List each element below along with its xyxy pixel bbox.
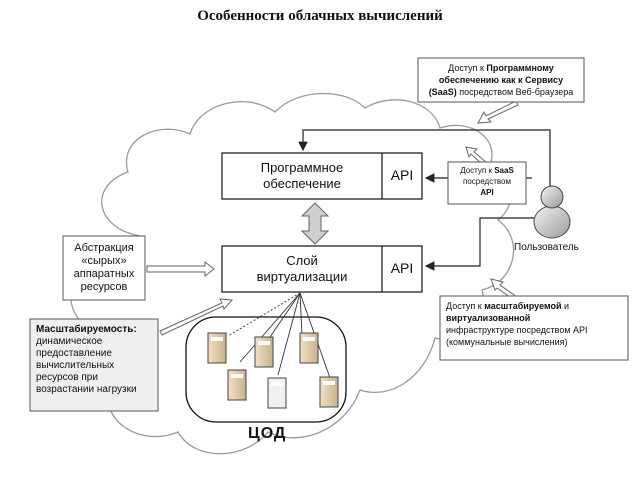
scalability-text: Масштабируемость: динамическое предостав…: [36, 324, 154, 396]
software-label-line2: обеспечение: [263, 176, 341, 191]
virtualization-api-label: API: [390, 260, 414, 276]
server-icon-5: [267, 377, 287, 409]
user-icon: [533, 185, 571, 239]
server-icon-1: [207, 332, 227, 364]
iaas-line4: (коммунальные вычисления): [446, 337, 568, 347]
user-to-software-line: [298, 129, 551, 200]
saas-top-bold3: (SaaS): [428, 87, 457, 97]
saas-top-text: Доступ к Программному обеспечению как к …: [418, 62, 584, 98]
scalability-line5: возрастании нагрузки: [36, 384, 137, 395]
saas-top-bold1: Программному: [486, 63, 554, 73]
iaas-and: и: [561, 301, 570, 311]
iaas-box: [439, 295, 629, 361]
scalability-line2: предоставление: [36, 348, 112, 359]
saas-top-box: [417, 57, 585, 103]
double-arrow: [300, 202, 330, 245]
datacenter-label: ЦОД: [248, 425, 287, 442]
saas-small-text: Доступ к SaaS посредством API: [448, 165, 526, 198]
iaas-prefix: Доступ к: [446, 301, 485, 311]
server-icon-2: [254, 336, 274, 368]
software-box: [221, 152, 423, 200]
scalability-line1: динамическое: [36, 336, 103, 347]
server-icon-3: [299, 332, 319, 364]
scalability-line4: ресурсов при: [36, 372, 98, 383]
saas-small-prefix: Доступ к: [460, 166, 495, 175]
iaas-bold1: масштабируемой: [484, 301, 562, 311]
user-label: Пользователь: [514, 242, 579, 253]
raw-resources-line3: аппаратных: [73, 268, 135, 280]
diagram-title: Особенности облачных вычислений: [197, 8, 443, 24]
raw-resources-text: Абстракция «сырых» аппаратных ресурсов: [63, 242, 145, 294]
saas-small-box: [447, 161, 527, 205]
scalability-arrow: [159, 298, 234, 336]
virtualization-label-line2: виртуализации: [256, 269, 348, 284]
scalability-heading: Масштабируемость:: [36, 324, 137, 335]
raw-resources-arrow: [146, 260, 215, 278]
software-label: Программное обеспечение: [222, 160, 382, 192]
virtualization-box: [221, 245, 423, 293]
raw-resources-box: [62, 235, 146, 301]
server-icon-4: [227, 369, 247, 401]
software-label-line1: Программное: [260, 160, 344, 175]
saas-top-bold2: обеспечению как к Сервису: [438, 75, 564, 85]
saas-small-line2: посредством: [463, 177, 511, 186]
software-api-label: API: [390, 167, 414, 183]
saas-small-bold1: SaaS: [494, 166, 514, 175]
saas-top-prefix: Доступ к: [448, 63, 487, 73]
raw-resources-line4: ресурсов: [80, 281, 128, 293]
raw-resources-line1: Абстракция: [74, 242, 134, 254]
iaas-text: Доступ к масштабируемой и виртуализованн…: [446, 300, 624, 348]
iaas-bold2: виртуализованной: [446, 313, 531, 323]
raw-resources-line2: «сырых»: [81, 255, 127, 267]
user-to-virtualization-line: [424, 217, 536, 271]
server-icon-6: [319, 376, 339, 408]
virtualization-label: Слой виртуализации: [222, 253, 382, 285]
scalability-line3: вычислительных: [36, 360, 115, 371]
scalability-box: [29, 318, 159, 412]
saas-top-suffix: посредством Веб-браузера: [456, 87, 574, 97]
virtualization-label-line1: Слой: [286, 253, 318, 268]
saas-callout-arrow: [477, 100, 519, 124]
saas-small-bold2: API: [480, 188, 494, 197]
iaas-line3: инфраструктуре посредством API: [446, 325, 588, 335]
